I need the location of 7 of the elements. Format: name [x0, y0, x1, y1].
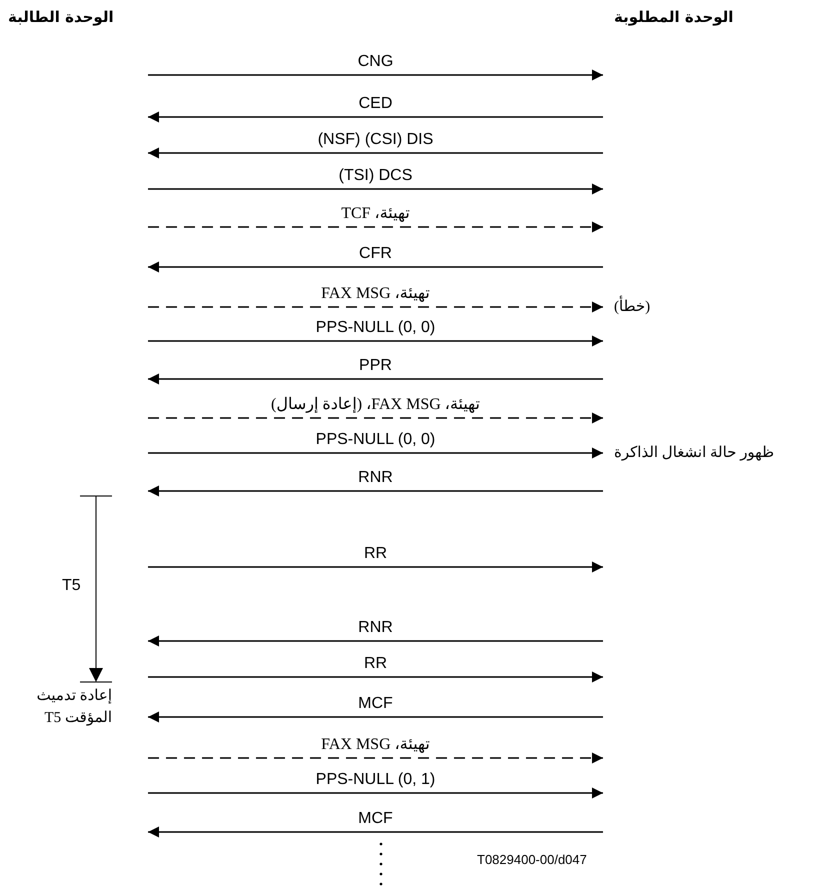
note: ظهور حالة انشغال الذاكرة — [614, 444, 774, 463]
note: (خطأ) — [614, 296, 650, 318]
timer-label: T5 — [62, 577, 81, 595]
note: إعادة تدميث المؤقت T5 — [36, 687, 112, 728]
unit-heading: الوحدة المطلوبة — [614, 8, 734, 26]
unit-heading: الوحدة الطالبة — [8, 8, 114, 26]
figure-reference: T0829400-00/d047 — [477, 852, 587, 867]
